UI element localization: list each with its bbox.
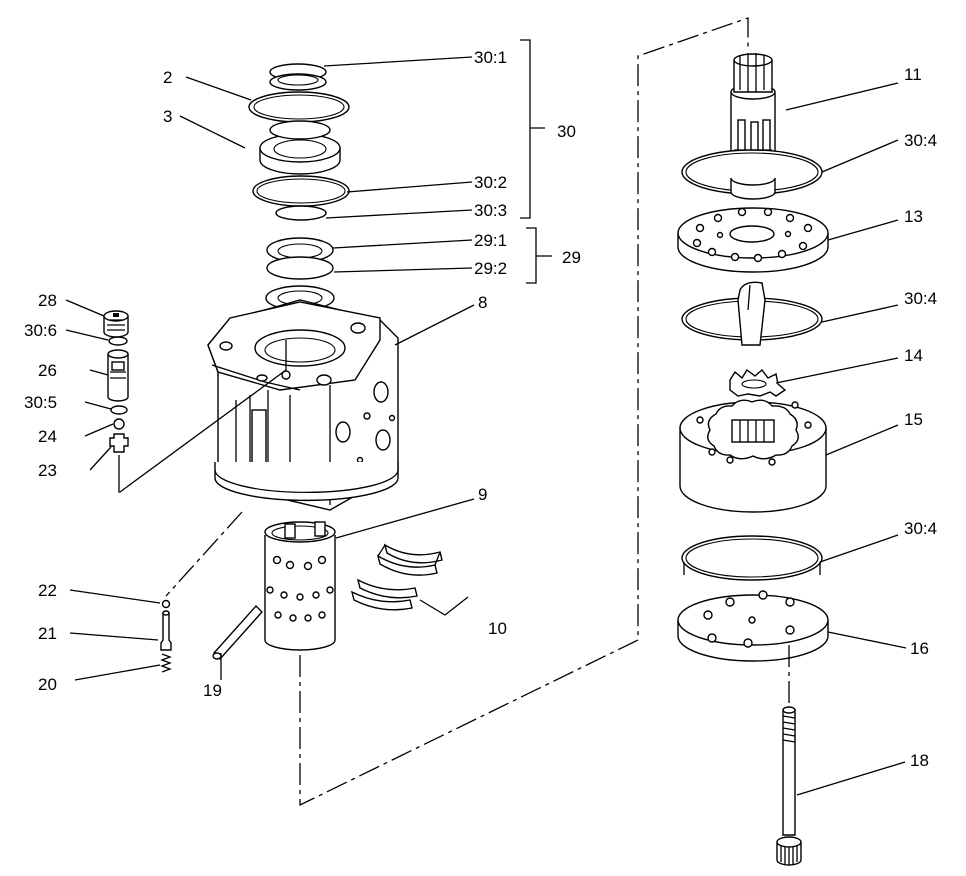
label-13: 13 — [904, 207, 923, 226]
label-29-1: 29:1 — [474, 231, 507, 250]
assembly-path-check-valve — [165, 511, 243, 597]
part-cardan-shaft — [737, 281, 766, 346]
label-20: 20 — [38, 675, 57, 694]
label-30-2: 30:2 — [474, 173, 507, 192]
label-28: 28 — [38, 291, 57, 310]
part-10-centering-springs — [350, 543, 443, 611]
part-21-check-valve — [160, 610, 172, 651]
part-18-bolt — [776, 706, 802, 866]
assembly-path-housing-to-motor — [299, 17, 749, 807]
assembly-path-relief-valve — [118, 369, 287, 493]
part-30-4-o-ring-top — [681, 149, 823, 200]
label-3: 3 — [163, 107, 172, 126]
part-30-3-ring — [275, 205, 327, 221]
part-30-5-o-ring — [110, 405, 128, 415]
part-30-1-seal-ring — [269, 63, 327, 91]
label-26: 26 — [38, 361, 57, 380]
label-30: 30 — [557, 122, 576, 141]
part-3-bushing — [259, 120, 341, 175]
label-22: 22 — [38, 581, 57, 600]
part-30-6-o-ring — [108, 336, 128, 346]
label-30-4-bottom: 30:4 — [904, 519, 937, 538]
label-8: 8 — [478, 293, 487, 312]
part-19-pin — [212, 604, 263, 661]
part-2-o-ring — [248, 91, 350, 123]
part-14-star-rotor — [729, 368, 787, 397]
label-29-2: 29:2 — [474, 259, 507, 278]
part-16-end-cap — [677, 590, 829, 662]
label-2: 2 — [163, 68, 172, 87]
leader-lines — [65, 56, 907, 796]
part-24-ball — [113, 418, 125, 430]
part-20-spring — [160, 653, 172, 673]
label-11: 11 — [904, 65, 922, 84]
part-23-fitting — [109, 433, 129, 453]
part-30-4-o-ring-bottom — [681, 535, 823, 581]
bracket-30 — [520, 39, 545, 219]
part-13-spacer-plate — [677, 207, 829, 273]
part-15-gear-ring — [679, 399, 827, 513]
label-30-4-top: 30:4 — [904, 131, 937, 150]
label-10: 10 — [488, 619, 507, 638]
part-30-2-o-ring — [252, 175, 350, 207]
label-14: 14 — [904, 346, 923, 365]
label-15: 15 — [904, 410, 923, 429]
label-30-1: 30:1 — [474, 48, 507, 67]
label-30-6: 30:6 — [24, 321, 57, 340]
label-29: 29 — [562, 248, 581, 267]
label-9: 9 — [478, 485, 487, 504]
part-29-1-seal — [266, 237, 334, 280]
label-30-5: 30:5 — [24, 393, 57, 412]
part-28-plug — [103, 310, 129, 338]
part-26-valve — [107, 349, 129, 402]
part-22-ball — [161, 599, 171, 609]
label-18: 18 — [910, 751, 929, 770]
part-8-valve-housing — [207, 299, 399, 511]
label-19: 19 — [203, 681, 222, 700]
bracket-29 — [526, 227, 552, 284]
label-21: 21 — [38, 624, 57, 643]
label-24: 24 — [38, 427, 57, 446]
label-16: 16 — [910, 639, 929, 658]
label-30-3: 30:3 — [474, 201, 507, 220]
label-30-4-middle: 30:4 — [904, 289, 937, 308]
label-23: 23 — [38, 461, 57, 480]
part-9-sleeve — [264, 521, 336, 651]
